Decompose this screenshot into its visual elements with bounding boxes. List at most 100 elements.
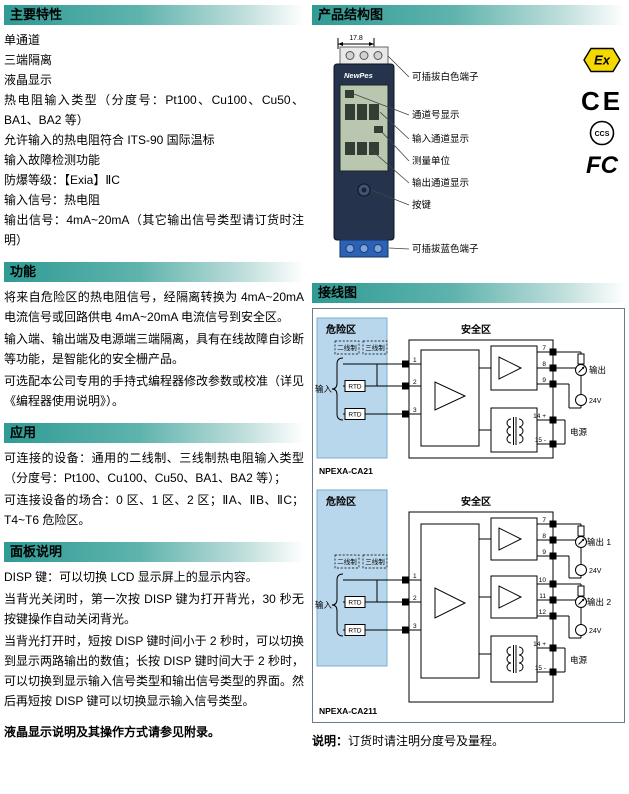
feature-item: 输出信号：4mA~20mA（其它输出信号类型请订货时注明） xyxy=(4,213,304,247)
svg-text:Ex: Ex xyxy=(594,53,611,68)
svg-text:3: 3 xyxy=(413,407,417,414)
svg-text:14 +: 14 + xyxy=(533,413,546,420)
v24-label: 24V xyxy=(589,628,602,635)
hazard-zone xyxy=(316,489,388,667)
product-structure-diagram: 17.8 NewPes xyxy=(333,35,621,258)
wiring-diagram-npexa-ca211: 危险区 安全区 二线制 三线制 输入 RTD xyxy=(315,489,611,716)
callout-blue-terminal: 可插拔蓝色端子 xyxy=(412,243,479,255)
svg-text:RTD: RTD xyxy=(348,628,362,635)
lcd-appendix-note: 液晶显示说明及其操作方式请参见附录。 xyxy=(4,725,221,739)
model-label-ca211: NPEXA-CA211 xyxy=(319,706,377,716)
function-paragraph: 将来自危险区的热电阻信号，经隔离转换为 4mA~20mA 电流信号或回路供电 4… xyxy=(4,290,304,324)
svg-text:CCS: CCS xyxy=(595,131,610,138)
callout-input-display: 输入通道显示 xyxy=(412,133,469,145)
ex-mark-icon: Ex xyxy=(583,47,621,73)
svg-text:1: 1 xyxy=(413,573,417,580)
section-header-panel: 面板说明 xyxy=(4,542,304,562)
feature-item: 输入信号：热电阻 xyxy=(4,193,101,207)
output-loop: 输出 24V xyxy=(556,351,606,409)
safe-zone-label: 安全区 xyxy=(461,323,491,336)
input-circuit: 二线制 三线制 输入 RTD RTD xyxy=(315,554,402,637)
callout-output-display: 输出通道显示 xyxy=(412,177,469,189)
application-paragraph: 可连接设备的场合：0 区、1 区、2 区；ⅡA、ⅡB、ⅡC；T4~T6 危险区。 xyxy=(4,493,304,527)
section-header-features: 主要特性 xyxy=(4,5,304,25)
feature-item: 热电阻输入类型（分度号：Pt100、Cu100、Cu50、BA1、BA2 等） xyxy=(4,93,304,127)
svg-text:8: 8 xyxy=(542,533,546,540)
output1-label: 输出 1 xyxy=(587,537,611,547)
section-header-structure: 产品结构图 xyxy=(312,5,625,25)
v24-label: 24V xyxy=(589,568,602,575)
svg-text:二线制: 二线制 xyxy=(337,343,357,352)
output-label: 输出 xyxy=(589,365,606,375)
certification-marks: Ex CE CCS FC xyxy=(581,47,621,179)
svg-text:8: 8 xyxy=(542,361,546,368)
wiring-diagrams-frame: 危险区 安全区 二线制 三线制 输入 RTD xyxy=(312,308,625,723)
power-label: 电源 xyxy=(570,427,588,437)
ccs-mark-icon: CCS xyxy=(589,120,615,146)
brand-label: NewPes xyxy=(344,71,373,80)
left-column: 主要特性 单通道 三端隔离 液晶显示 热电阻输入类型（分度号：Pt100、Cu1… xyxy=(4,5,304,740)
safe-zone-label: 安全区 xyxy=(461,495,491,508)
svg-text:1: 1 xyxy=(413,357,417,364)
section-header-wiring: 接线图 xyxy=(312,283,625,303)
v24-label: 24V xyxy=(589,398,602,405)
input-label: 输入 xyxy=(315,384,333,394)
device-illustration: NewPes xyxy=(333,46,395,258)
svg-text:11: 11 xyxy=(539,593,546,600)
callout-labels: 可插拔白色端子 通道号显示 输入通道显示 测量单位 输出通道显示 按键 可插拔蓝… xyxy=(353,55,479,255)
hazard-zone-label: 危险区 xyxy=(326,323,356,336)
svg-text:三线制: 三线制 xyxy=(365,557,385,566)
output2-label: 输出 2 xyxy=(587,597,611,607)
right-column: 产品结构图 17.8 NewPes xyxy=(312,5,625,749)
model-label-ca21: NPEXA-CA21 xyxy=(319,466,373,476)
section-header-application: 应用 xyxy=(4,423,304,443)
callout-channel-number: 通道号显示 xyxy=(412,109,460,121)
fcc-mark-icon: FC xyxy=(586,152,619,179)
svg-text:RTD: RTD xyxy=(348,384,362,391)
svg-text:2: 2 xyxy=(413,379,417,386)
feature-item: 输入故障检测功能 xyxy=(4,153,101,167)
power-label: 电源 xyxy=(570,655,588,665)
svg-text:7: 7 xyxy=(542,345,546,352)
svg-text:12: 12 xyxy=(539,609,547,616)
barrier-device: 1 2 3 xyxy=(402,511,557,703)
feature-item: 三端隔离 xyxy=(4,53,53,67)
feature-item: 液晶显示 xyxy=(4,73,53,87)
input-circuit: 二线制 三线制 输入 RTD RTD xyxy=(315,340,402,421)
hazard-zone-label: 危险区 xyxy=(326,495,356,508)
note-text: 订货时请注明分度号及量程。 xyxy=(348,734,505,748)
svg-text:3: 3 xyxy=(413,623,417,630)
wiring-diagram-npexa-ca21: 危险区 安全区 二线制 三线制 输入 RTD xyxy=(315,317,606,476)
ordering-note: 说明：订货时请注明分度号及量程。 xyxy=(312,732,625,749)
feature-item: 允许输入的热电阻符合 ITS-90 国际温标 xyxy=(4,133,215,147)
dimension-value: 17.8 xyxy=(349,35,363,42)
power-connection: 电源 xyxy=(556,419,588,445)
function-paragraph: 输入端、输出端及电源端三端隔离，具有在线故障自诊断等功能，是智能化的安全栅产品。 xyxy=(4,332,305,366)
callout-unit: 测量单位 xyxy=(412,155,451,167)
svg-text:RTD: RTD xyxy=(348,600,362,607)
width-dimension: 17.8 xyxy=(337,35,375,49)
feature-item: 防爆等级：【Exia】ⅡC xyxy=(4,173,120,187)
svg-text:三线制: 三线制 xyxy=(365,343,385,352)
power-connection: 电源 xyxy=(556,647,588,673)
svg-text:10: 10 xyxy=(539,577,547,584)
svg-text:9: 9 xyxy=(542,549,546,556)
barrier-device: 1 2 3 xyxy=(402,339,557,459)
input-label: 输入 xyxy=(315,600,333,610)
callout-button: 按键 xyxy=(412,199,432,211)
panel-paragraph: DISP 键：可以切换 LCD 显示屏上的显示内容。 xyxy=(4,570,258,584)
note-label: 说明： xyxy=(312,734,349,748)
function-paragraph: 可选配本公司专用的手持式编程器修改参数或校准（详见《编程器使用说明》）。 xyxy=(4,374,305,408)
svg-text:2: 2 xyxy=(413,595,417,602)
svg-text:9: 9 xyxy=(542,377,546,384)
svg-text:14 +: 14 + xyxy=(533,641,546,648)
output-loop-2: 输出 2 24V xyxy=(556,583,611,639)
svg-text:15 -: 15 - xyxy=(535,665,546,672)
callout-white-terminal: 可插拔白色端子 xyxy=(412,71,479,83)
application-paragraph: 可连接的设备：通用的二线制、三线制热电阻输入类型（分度号：Pt100、Cu100… xyxy=(4,451,304,485)
svg-text:7: 7 xyxy=(542,517,546,524)
panel-paragraph: 当背光打开时，短按 DISP 键时间小于 2 秒时，可以切换到显示两路输出的数值… xyxy=(4,634,305,708)
feature-item: 单通道 xyxy=(4,33,41,47)
section-header-function: 功能 xyxy=(4,262,304,282)
